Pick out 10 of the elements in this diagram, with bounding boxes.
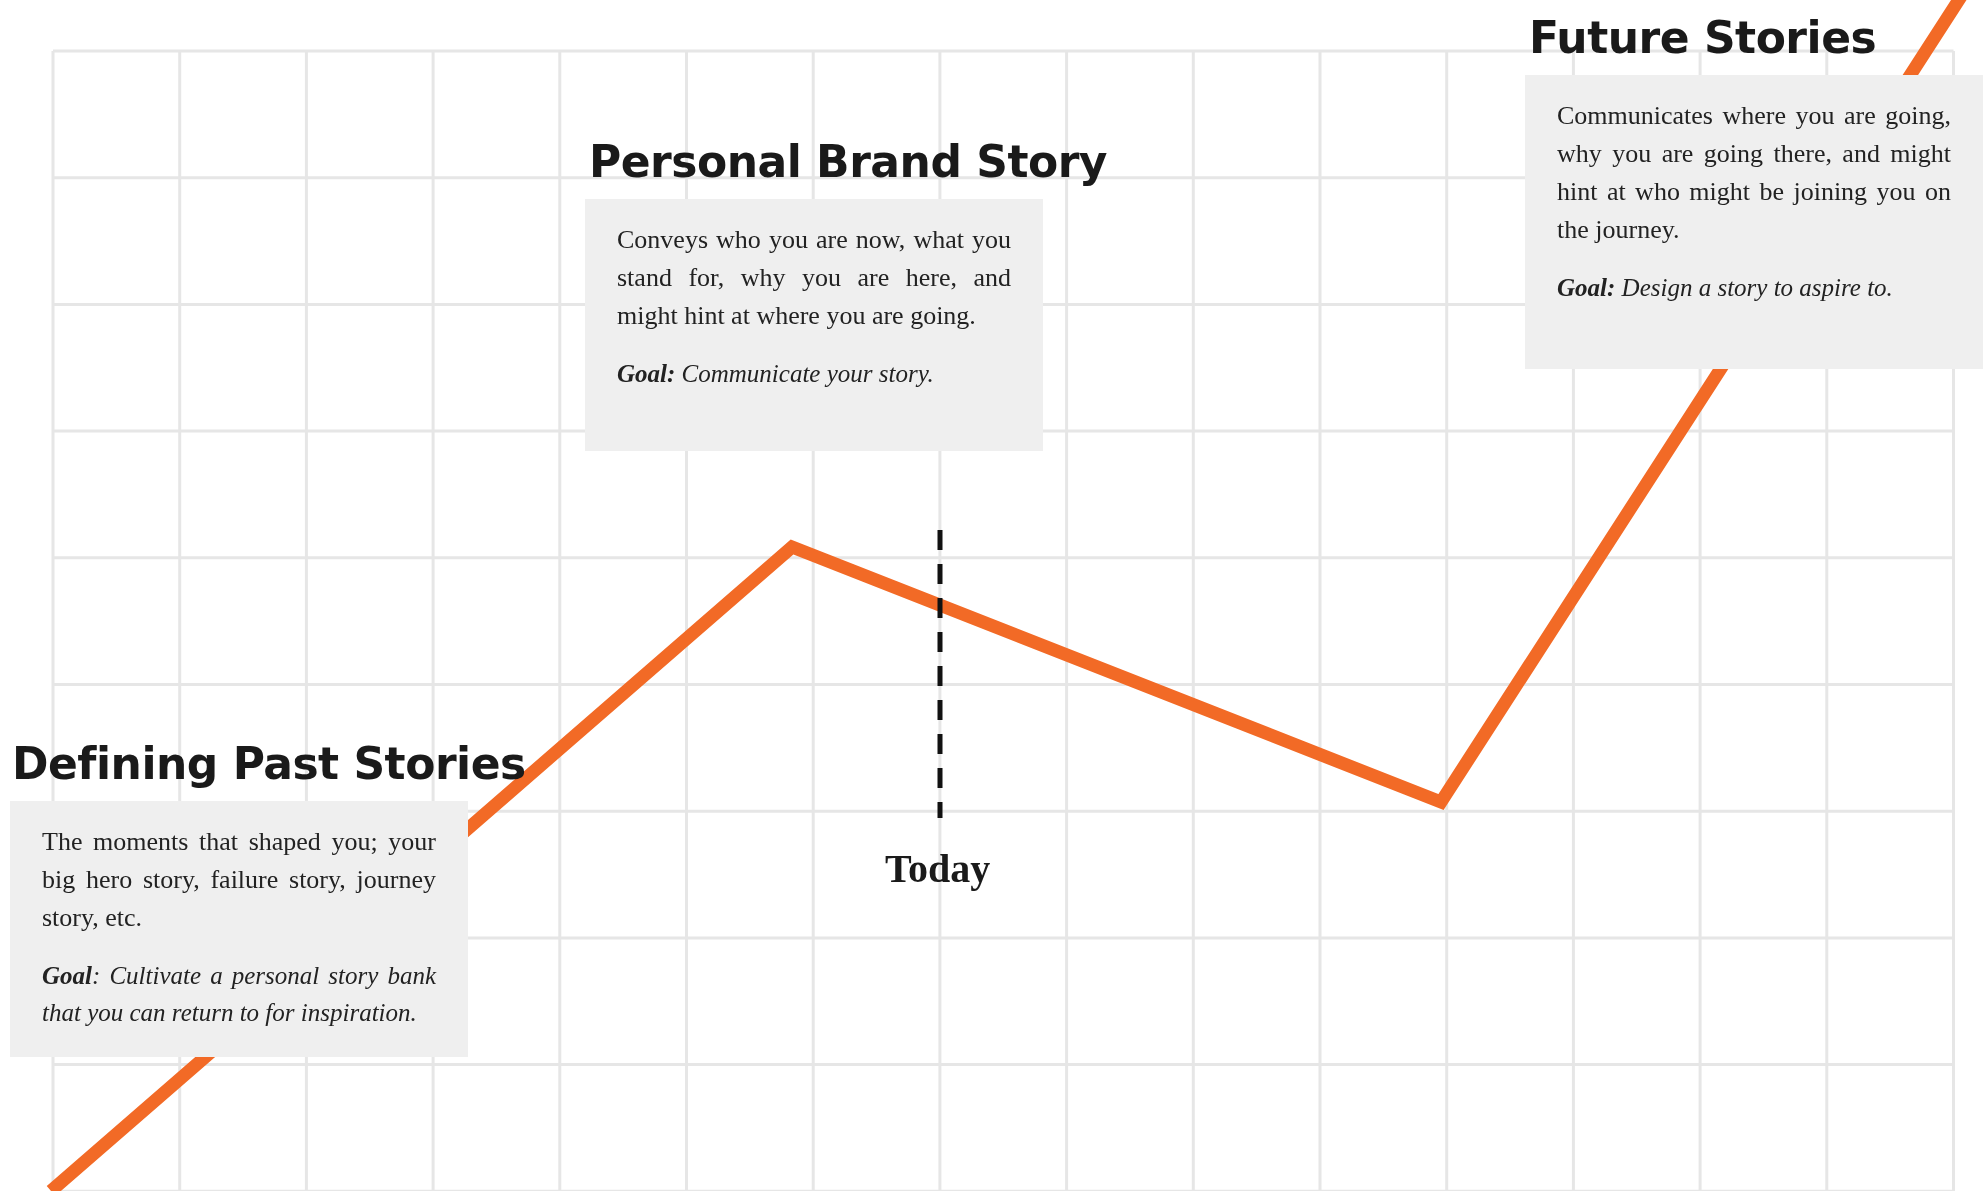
goal-text: Goal: Design a story to aspire to. (1557, 273, 1894, 303)
section-heading: Defining Past Stories (12, 738, 526, 789)
goal-text: Goal: Cultivate a personal story bank that you can return to for inspiration. (42, 961, 436, 1028)
description-text: Conveys who you are now, what you stand for, why you are here, and might hint at where you are going. (617, 224, 1011, 332)
description-text: Communicates where you are going, why you are going there, and might hint at who might be joining you on the journey. (1557, 100, 1951, 246)
marker-label: Today (885, 845, 991, 892)
section-heading: Personal Brand Story (589, 136, 1108, 187)
section-heading: Future Stories (1529, 12, 1877, 63)
goal-text: Goal: Communicate your story. (617, 359, 935, 389)
description-text: The moments that shaped you; your big hero story, failure story, journey story, etc. (42, 826, 436, 934)
